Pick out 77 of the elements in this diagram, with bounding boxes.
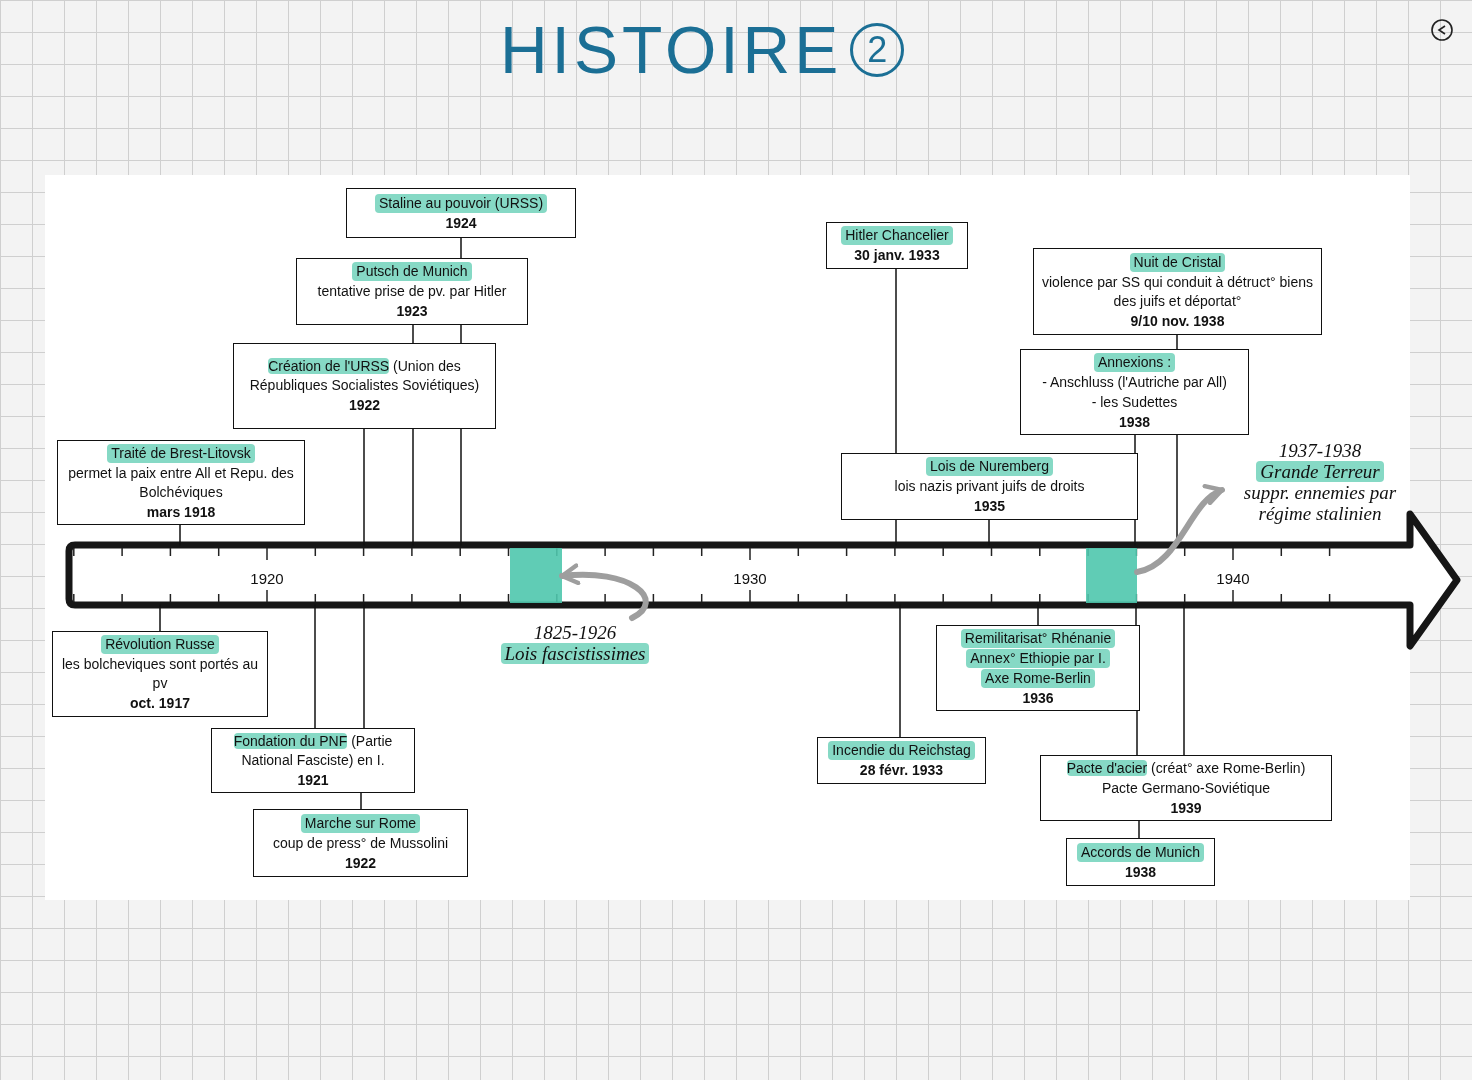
handwritten-note: suppr. ennemies par régime stalinien bbox=[1242, 482, 1398, 524]
circled-number: 2 bbox=[850, 23, 905, 77]
highlight-bar bbox=[510, 548, 562, 603]
connector-line bbox=[360, 792, 362, 810]
event-title: Incendie du Reichstag bbox=[828, 741, 975, 760]
event-description: Pacte Germano-Soviétique bbox=[1101, 778, 1271, 798]
event-date: oct. 1917 bbox=[130, 694, 190, 713]
connector-line bbox=[1176, 334, 1178, 350]
event-box bbox=[1040, 755, 1332, 821]
connector-line bbox=[412, 324, 414, 344]
event-title: Hitler Chancelier bbox=[841, 226, 953, 245]
event-date: 1935 bbox=[973, 497, 1006, 516]
event-description: violence par SS qui conduit à détruct° biens des juifs et déportat° bbox=[1041, 272, 1314, 311]
event-date: 1922 bbox=[344, 853, 377, 873]
event-date: 9/10 nov. 1938 bbox=[1130, 311, 1225, 331]
connector-line bbox=[1138, 820, 1140, 839]
event-title: Création de l'URSS (Union des Républiques Socialistes Soviétiques) bbox=[248, 357, 481, 395]
handwritten-note: 1825-1926 bbox=[533, 622, 617, 643]
event-title: Putsch de Munich bbox=[352, 262, 472, 281]
event-box bbox=[52, 631, 268, 717]
event-description: Annex° Ethiopie par I. bbox=[966, 648, 1110, 668]
event-box bbox=[817, 737, 986, 784]
event-title: Traité de Brest-Litovsk bbox=[107, 443, 255, 463]
event-title: Nuit de Cristal bbox=[1129, 252, 1226, 272]
event-title: Accords de Munich bbox=[1076, 842, 1205, 862]
event-box bbox=[296, 258, 528, 325]
year-label: 1930 bbox=[733, 569, 767, 589]
event-box bbox=[826, 222, 968, 269]
curved-arrow bbox=[559, 563, 649, 621]
event-date: 1924 bbox=[445, 213, 477, 233]
event-title: Annexions : bbox=[1093, 352, 1176, 372]
event-description: lois nazis privant juifs de droits bbox=[894, 477, 1085, 496]
event-date: 1938 bbox=[1124, 862, 1157, 882]
event-date: 1939 bbox=[1170, 798, 1202, 818]
event-box bbox=[211, 728, 415, 793]
event-date: mars 1918 bbox=[146, 502, 216, 522]
event-title: Fondation du PNF (Partie National Fasciste) en I. bbox=[232, 731, 394, 770]
event-description: coup de press° de Mussolini bbox=[272, 833, 449, 853]
connector-line bbox=[460, 237, 462, 259]
event-title: Révolution Russe bbox=[101, 635, 219, 654]
event-box bbox=[1020, 349, 1249, 435]
event-box bbox=[253, 809, 468, 877]
curved-arrow bbox=[1134, 486, 1225, 575]
event-description: - Anschluss (l'Autriche par All) bbox=[1042, 372, 1227, 392]
connector-line bbox=[1134, 434, 1136, 454]
event-date: 1922 bbox=[348, 396, 381, 415]
event-box bbox=[936, 625, 1140, 711]
event-box bbox=[841, 453, 1138, 520]
handwritten-note: Lois fascistissimes bbox=[500, 643, 650, 664]
title: HISTOIRE bbox=[500, 12, 843, 89]
event-box bbox=[1066, 838, 1215, 886]
event-box bbox=[233, 343, 496, 429]
event-date: 1938 bbox=[1118, 412, 1151, 432]
event-description: tentative prise de pv. par Hitler bbox=[317, 282, 507, 301]
event-date: 1936 bbox=[1022, 688, 1054, 708]
connector-line bbox=[895, 268, 897, 454]
event-description: - les Sudettes bbox=[1091, 392, 1178, 412]
connector-line bbox=[460, 324, 462, 344]
handwritten-note: Grande Terreur bbox=[1256, 461, 1384, 482]
event-description: Axe Rome-Berlin bbox=[981, 668, 1095, 688]
event-box bbox=[346, 188, 576, 238]
year-label: 1920 bbox=[250, 569, 284, 589]
handwritten-note: 1937-1938 bbox=[1278, 440, 1362, 461]
event-title: Remilitarisat° Rhénanie bbox=[960, 628, 1116, 648]
event-date: 30 janv. 1933 bbox=[854, 246, 940, 265]
event-title: Staline au pouvoir (URSS) bbox=[374, 193, 548, 213]
event-date: 28 févr. 1933 bbox=[859, 761, 944, 780]
connector-line bbox=[1136, 710, 1138, 756]
year-label: 1940 bbox=[1216, 569, 1250, 589]
event-title: Lois de Nuremberg bbox=[925, 457, 1054, 476]
highlight-bar bbox=[1086, 548, 1137, 603]
event-date: 1921 bbox=[297, 770, 329, 790]
event-title: Marche sur Rome bbox=[300, 813, 421, 833]
event-box bbox=[1033, 248, 1322, 335]
event-box bbox=[57, 440, 305, 525]
event-title: Pacte d'acier (créat° axe Rome-Berlin) bbox=[1066, 758, 1306, 778]
event-date: 1923 bbox=[396, 302, 428, 321]
